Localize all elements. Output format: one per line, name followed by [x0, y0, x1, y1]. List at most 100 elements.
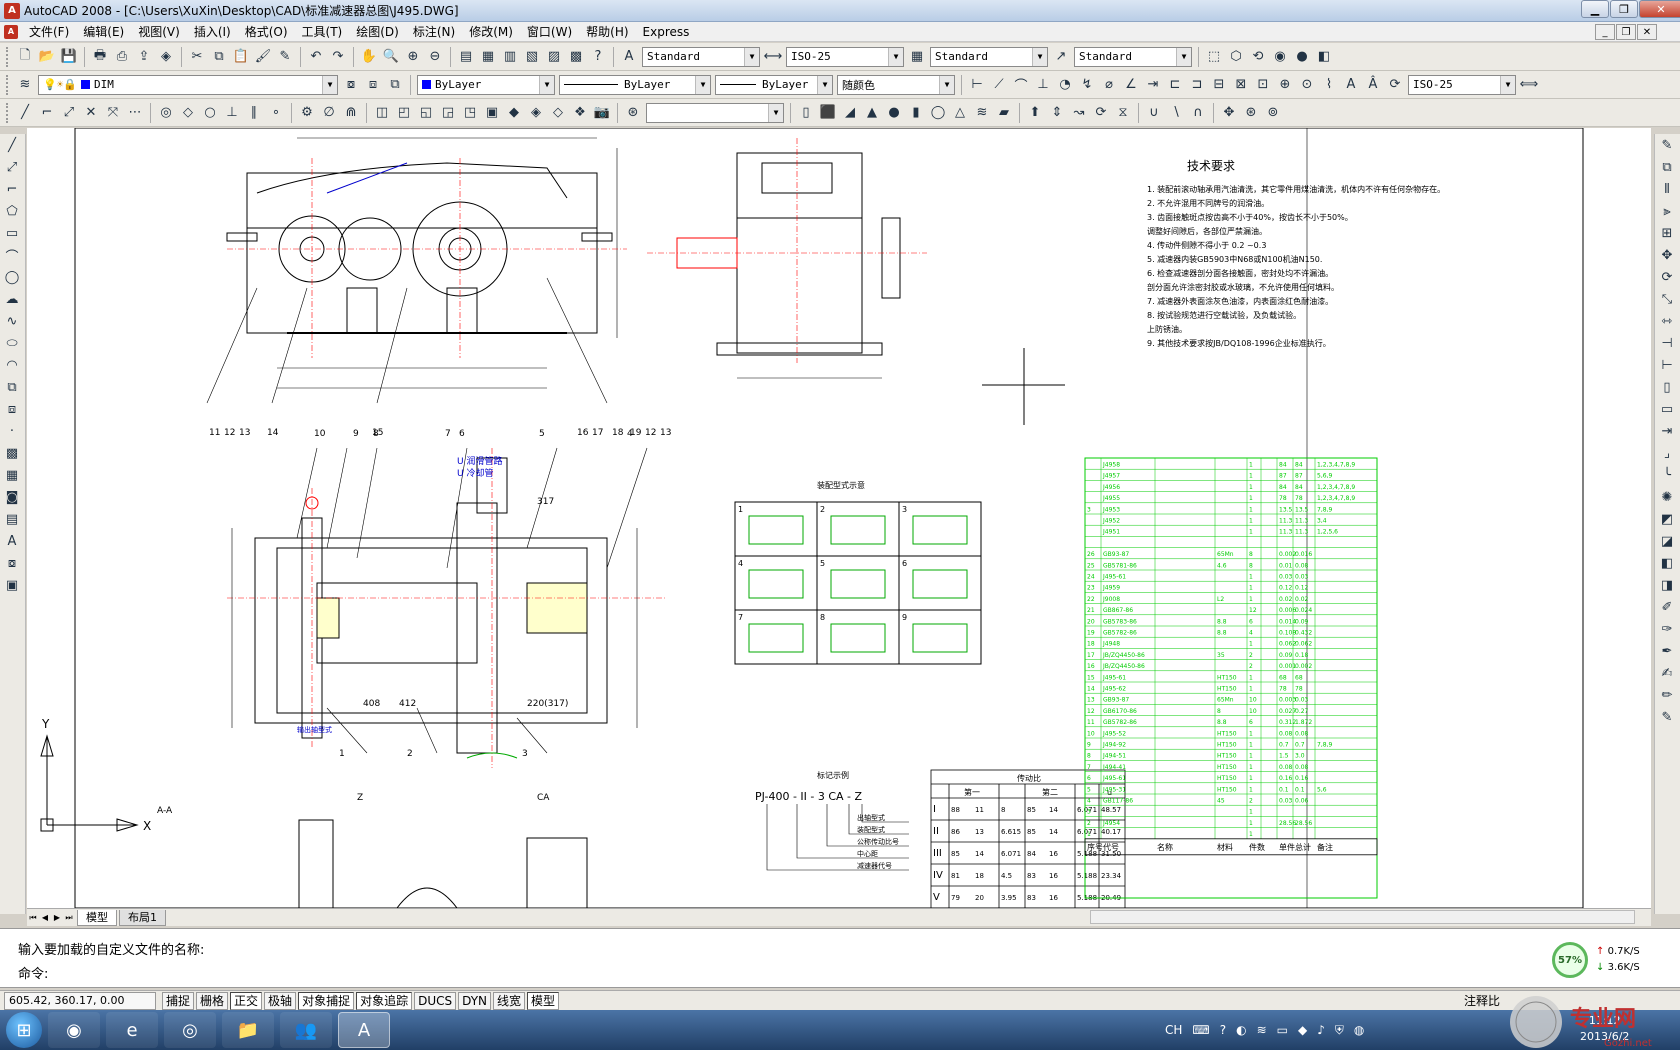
radius-icon[interactable]: ◔	[1059, 77, 1071, 92]
polyline-icon[interactable]: ⌐	[41, 105, 53, 120]
otrack-toggle[interactable]: 对象追踪	[356, 991, 413, 1010]
draworder-back-icon[interactable]: ◪	[1660, 533, 1674, 549]
autocad-task[interactable]: A	[338, 1012, 390, 1048]
construction-line-icon[interactable]: ⤢	[6, 159, 18, 175]
text-style-combo[interactable]: Standard▼	[642, 46, 760, 67]
explorer-task[interactable]: 📁	[222, 1012, 274, 1048]
dim-style-icon[interactable]: ⟷	[763, 49, 783, 64]
view-right-icon[interactable]: ◲	[441, 105, 455, 120]
polyline-icon[interactable]: ⌐	[6, 181, 18, 197]
array-icon[interactable]: ⊞	[1661, 225, 1673, 241]
markup-icon[interactable]: ▨	[547, 49, 561, 64]
color-combo[interactable]: ByLayer▼	[417, 74, 555, 95]
tolerance-icon[interactable]: ⊡	[1257, 77, 1269, 92]
table-style-icon[interactable]: ▦	[910, 49, 924, 64]
iso-se-icon[interactable]: ◈	[531, 105, 541, 120]
draworder-above-icon[interactable]: ◧	[1660, 555, 1674, 571]
new-icon[interactable]: 🗋	[19, 47, 31, 63]
line-icon[interactable]: ╱	[8, 137, 16, 153]
next-tab-icon[interactable]: ▶	[53, 913, 61, 922]
multileader-style-icon[interactable]: ↗	[1055, 49, 1067, 64]
properties-icon[interactable]: ▤	[459, 49, 473, 64]
trim-icon[interactable]: ✕	[85, 105, 97, 120]
join-icon[interactable]: ⇥	[1661, 423, 1673, 439]
layer-combo[interactable]: 💡 ☀ 🔒 DIM ▼	[38, 74, 338, 95]
ellipse-arc-icon[interactable]: ◠	[6, 357, 18, 373]
multiline-text-icon[interactable]: A	[7, 533, 17, 549]
polar-toggle[interactable]: 极轴	[264, 991, 297, 1010]
open-icon[interactable]: 📂	[38, 49, 56, 64]
chamfer-icon[interactable]: ⌟	[1663, 445, 1671, 461]
menu-edit[interactable]: 编辑(E)	[83, 24, 125, 39]
match-properties-icon[interactable]: 🖌	[254, 49, 272, 64]
snap-midpoint-icon[interactable]: ◇	[183, 105, 193, 120]
undo-icon[interactable]: ↶	[310, 49, 322, 64]
continue-icon[interactable]: ⊐	[1191, 77, 1203, 92]
doc-close-button[interactable]: ✕	[1637, 24, 1657, 40]
extrude-icon[interactable]: ⬆	[1029, 105, 1041, 120]
snap-node-icon[interactable]: ∘	[271, 105, 281, 120]
command-prompt[interactable]: 命令:	[18, 967, 49, 982]
presspull-icon[interactable]: ⇕	[1051, 105, 1063, 120]
ordinate-icon[interactable]: ⊥	[1037, 77, 1049, 92]
dim-break-icon[interactable]: ⊠	[1235, 77, 1247, 92]
table-style-combo[interactable]: Standard▼	[930, 46, 1048, 67]
dim-update-icon[interactable]: ⟳	[1389, 77, 1401, 92]
stretch-icon[interactable]: ⇿	[1661, 313, 1673, 329]
3d-box-icon[interactable]: ⬡	[1230, 49, 1242, 64]
3d-rotate-icon[interactable]: ⊛	[1245, 105, 1257, 120]
draworder-front-icon[interactable]: ◩	[1660, 511, 1674, 527]
materials-icon[interactable]: ●	[1296, 49, 1308, 64]
layer-walk-icon[interactable]: ⧇	[7, 555, 17, 571]
menu-view[interactable]: 视图(V)	[138, 24, 180, 39]
grid-toggle[interactable]: 栅格	[196, 991, 229, 1010]
help-circle-icon[interactable]: ?	[1219, 1023, 1227, 1037]
block-editor-icon[interactable]: ✎	[279, 49, 291, 64]
tab-model[interactable]: 模型	[77, 909, 117, 926]
helix-icon[interactable]: ≋	[976, 105, 988, 120]
extend-icon[interactable]: ⤧	[107, 105, 119, 120]
dim-style-combo[interactable]: ISO-25▼	[786, 46, 904, 67]
arc-length-icon[interactable]: ⌒	[1014, 79, 1028, 94]
camera-icon[interactable]: 📷	[593, 105, 611, 120]
line-icon[interactable]: ╱	[21, 105, 29, 120]
paste-icon[interactable]: 📋	[232, 49, 250, 64]
baseline-icon[interactable]: ⊏	[1169, 77, 1181, 92]
ellipse-icon[interactable]: ⬭	[6, 335, 18, 351]
menu-window[interactable]: 窗口(W)	[526, 24, 573, 39]
wifi-icon[interactable]: ≋	[1256, 1023, 1267, 1037]
break-icon[interactable]: ⋯	[128, 105, 142, 120]
inspection-icon[interactable]: ⊙	[1301, 77, 1313, 92]
osnap-toggle[interactable]: 对象捕捉	[298, 991, 355, 1010]
3d-dwf-icon[interactable]: ◈	[161, 49, 171, 64]
union-icon[interactable]: ∪	[1149, 105, 1159, 120]
last-tab-icon[interactable]: ⏭	[65, 912, 73, 922]
ie-task[interactable]: e	[106, 1012, 158, 1048]
calculator-icon[interactable]: ▣	[5, 577, 19, 593]
linear-dim-icon[interactable]: ⊢	[971, 77, 983, 92]
dim-style-combo-2[interactable]: ISO-25▼	[1408, 74, 1516, 95]
menu-dimension[interactable]: 标注(N)	[412, 24, 456, 39]
quick-dim-icon[interactable]: ⇥	[1147, 77, 1159, 92]
edit-multiline-icon[interactable]: ✎	[1661, 709, 1673, 725]
dim-text-edit-icon[interactable]: Â	[1368, 77, 1378, 92]
explode-icon[interactable]: ✺	[1661, 489, 1673, 505]
planar-surface-icon[interactable]: ▰	[999, 105, 1009, 120]
help-icon[interactable]: ?	[594, 49, 602, 64]
design-center-icon[interactable]: ▦	[481, 49, 495, 64]
first-tab-icon[interactable]: ⏮	[29, 912, 37, 922]
menu-tools[interactable]: 工具(T)	[301, 24, 343, 39]
move-icon[interactable]: ✥	[1661, 247, 1673, 263]
angular-icon[interactable]: ∠	[1125, 77, 1137, 92]
rectangle-icon[interactable]: ▭	[5, 225, 19, 241]
weibo-task[interactable]: ◉	[48, 1012, 100, 1048]
torus-icon[interactable]: ◯	[930, 105, 946, 120]
print-icon[interactable]: 🖶	[93, 47, 107, 63]
sheet-set-icon[interactable]: ▧	[525, 49, 539, 64]
publish-icon[interactable]: ⇪	[138, 49, 150, 64]
ortho-toggle[interactable]: 正交	[230, 991, 263, 1010]
edit-polyline-icon[interactable]: ✍	[1661, 665, 1673, 681]
tray-icon-2[interactable]: ◆	[1298, 1023, 1308, 1037]
coordinate-readout[interactable]: 605.42, 360.17, 0.00	[4, 991, 156, 1010]
dim-style-manager-icon[interactable]: ⟺	[1519, 77, 1539, 92]
